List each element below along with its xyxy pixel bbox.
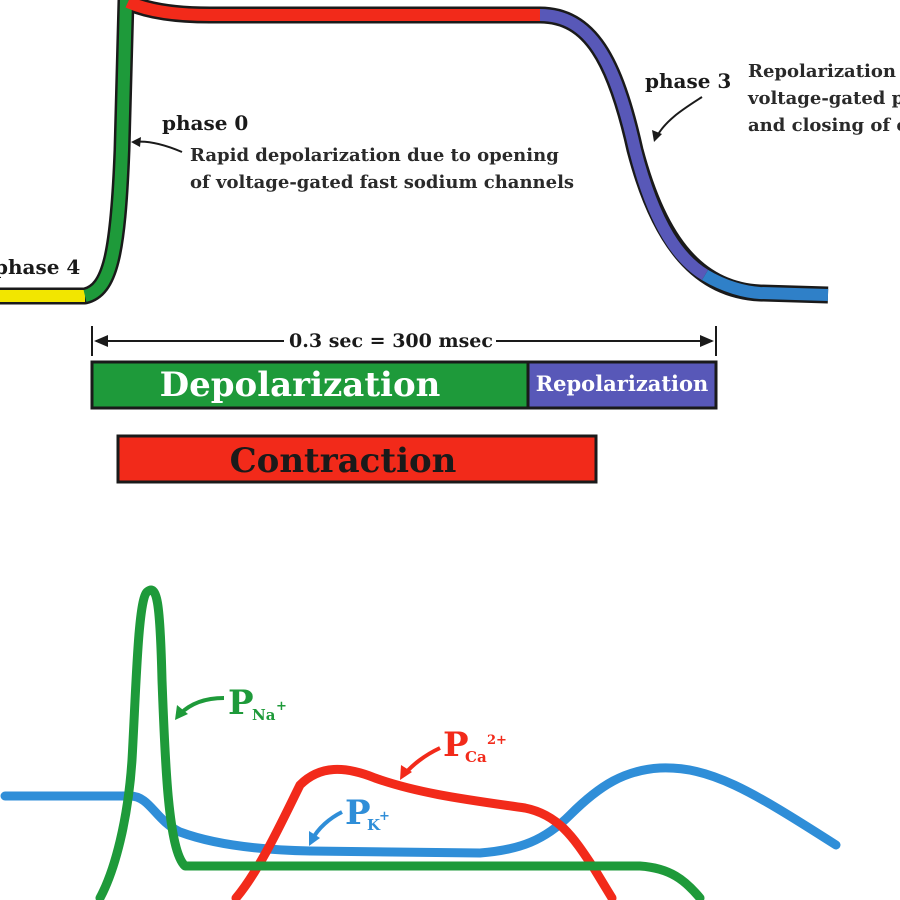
phase3-label: phase 3	[645, 69, 731, 93]
pca-curve	[231, 765, 617, 900]
pca-label-main: P	[443, 725, 469, 765]
phase4-label: phase 4	[0, 255, 80, 279]
contraction-bar	[116, 434, 598, 484]
contraction-label: Contraction	[230, 441, 457, 481]
phase4-return-segment	[701, 269, 829, 301]
plateau-segment	[125, 0, 540, 21]
pk-label-sub: K	[367, 816, 381, 834]
pk-annotation: P K +	[309, 793, 390, 846]
phase3-description-line1: Repolarization d	[748, 61, 900, 82]
repolarization-bar	[526, 360, 718, 410]
phase0-pointer-arrow	[133, 140, 183, 153]
phase3-description-line2: voltage-gated po	[747, 88, 900, 109]
phase0-description-line2: of voltage-gated fast sodium channels	[190, 172, 574, 193]
pk-label-main: P	[345, 793, 371, 833]
action-potential-curve	[0, 0, 829, 305]
pna-curve	[95, 585, 705, 900]
pna-label-sup: +	[276, 699, 287, 714]
phase0-description-line1: Rapid depolarization due to opening	[190, 145, 559, 166]
phase3-segment	[539, 9, 709, 281]
phase0-arrowhead	[131, 137, 141, 147]
depolarization-bar	[90, 360, 530, 410]
phase3-pointer-arrow	[655, 96, 703, 139]
pk-curve	[0, 763, 841, 858]
pk-label-sup: +	[379, 809, 390, 824]
pna-label-main: P	[228, 683, 254, 723]
pca-label-sup: 2+	[487, 733, 507, 748]
pna-label-sub: Na	[252, 706, 276, 724]
phase0-label: phase 0	[162, 111, 248, 135]
duration-arrow	[91, 326, 717, 356]
phase0-segment	[83, 0, 132, 302]
phase3-description-line3: and closing of c	[748, 115, 900, 136]
repolarization-label: Repolarization	[536, 371, 709, 396]
phase3-arrowhead	[652, 130, 662, 142]
pca-label-sub: Ca	[465, 748, 487, 766]
pca-annotation: P Ca 2+	[400, 725, 507, 780]
depolarization-label: Depolarization	[160, 365, 441, 405]
permeability-curves	[0, 585, 841, 900]
pna-annotation: P Na +	[175, 683, 287, 724]
duration-label: 0.3 sec = 300 msec	[289, 330, 493, 352]
